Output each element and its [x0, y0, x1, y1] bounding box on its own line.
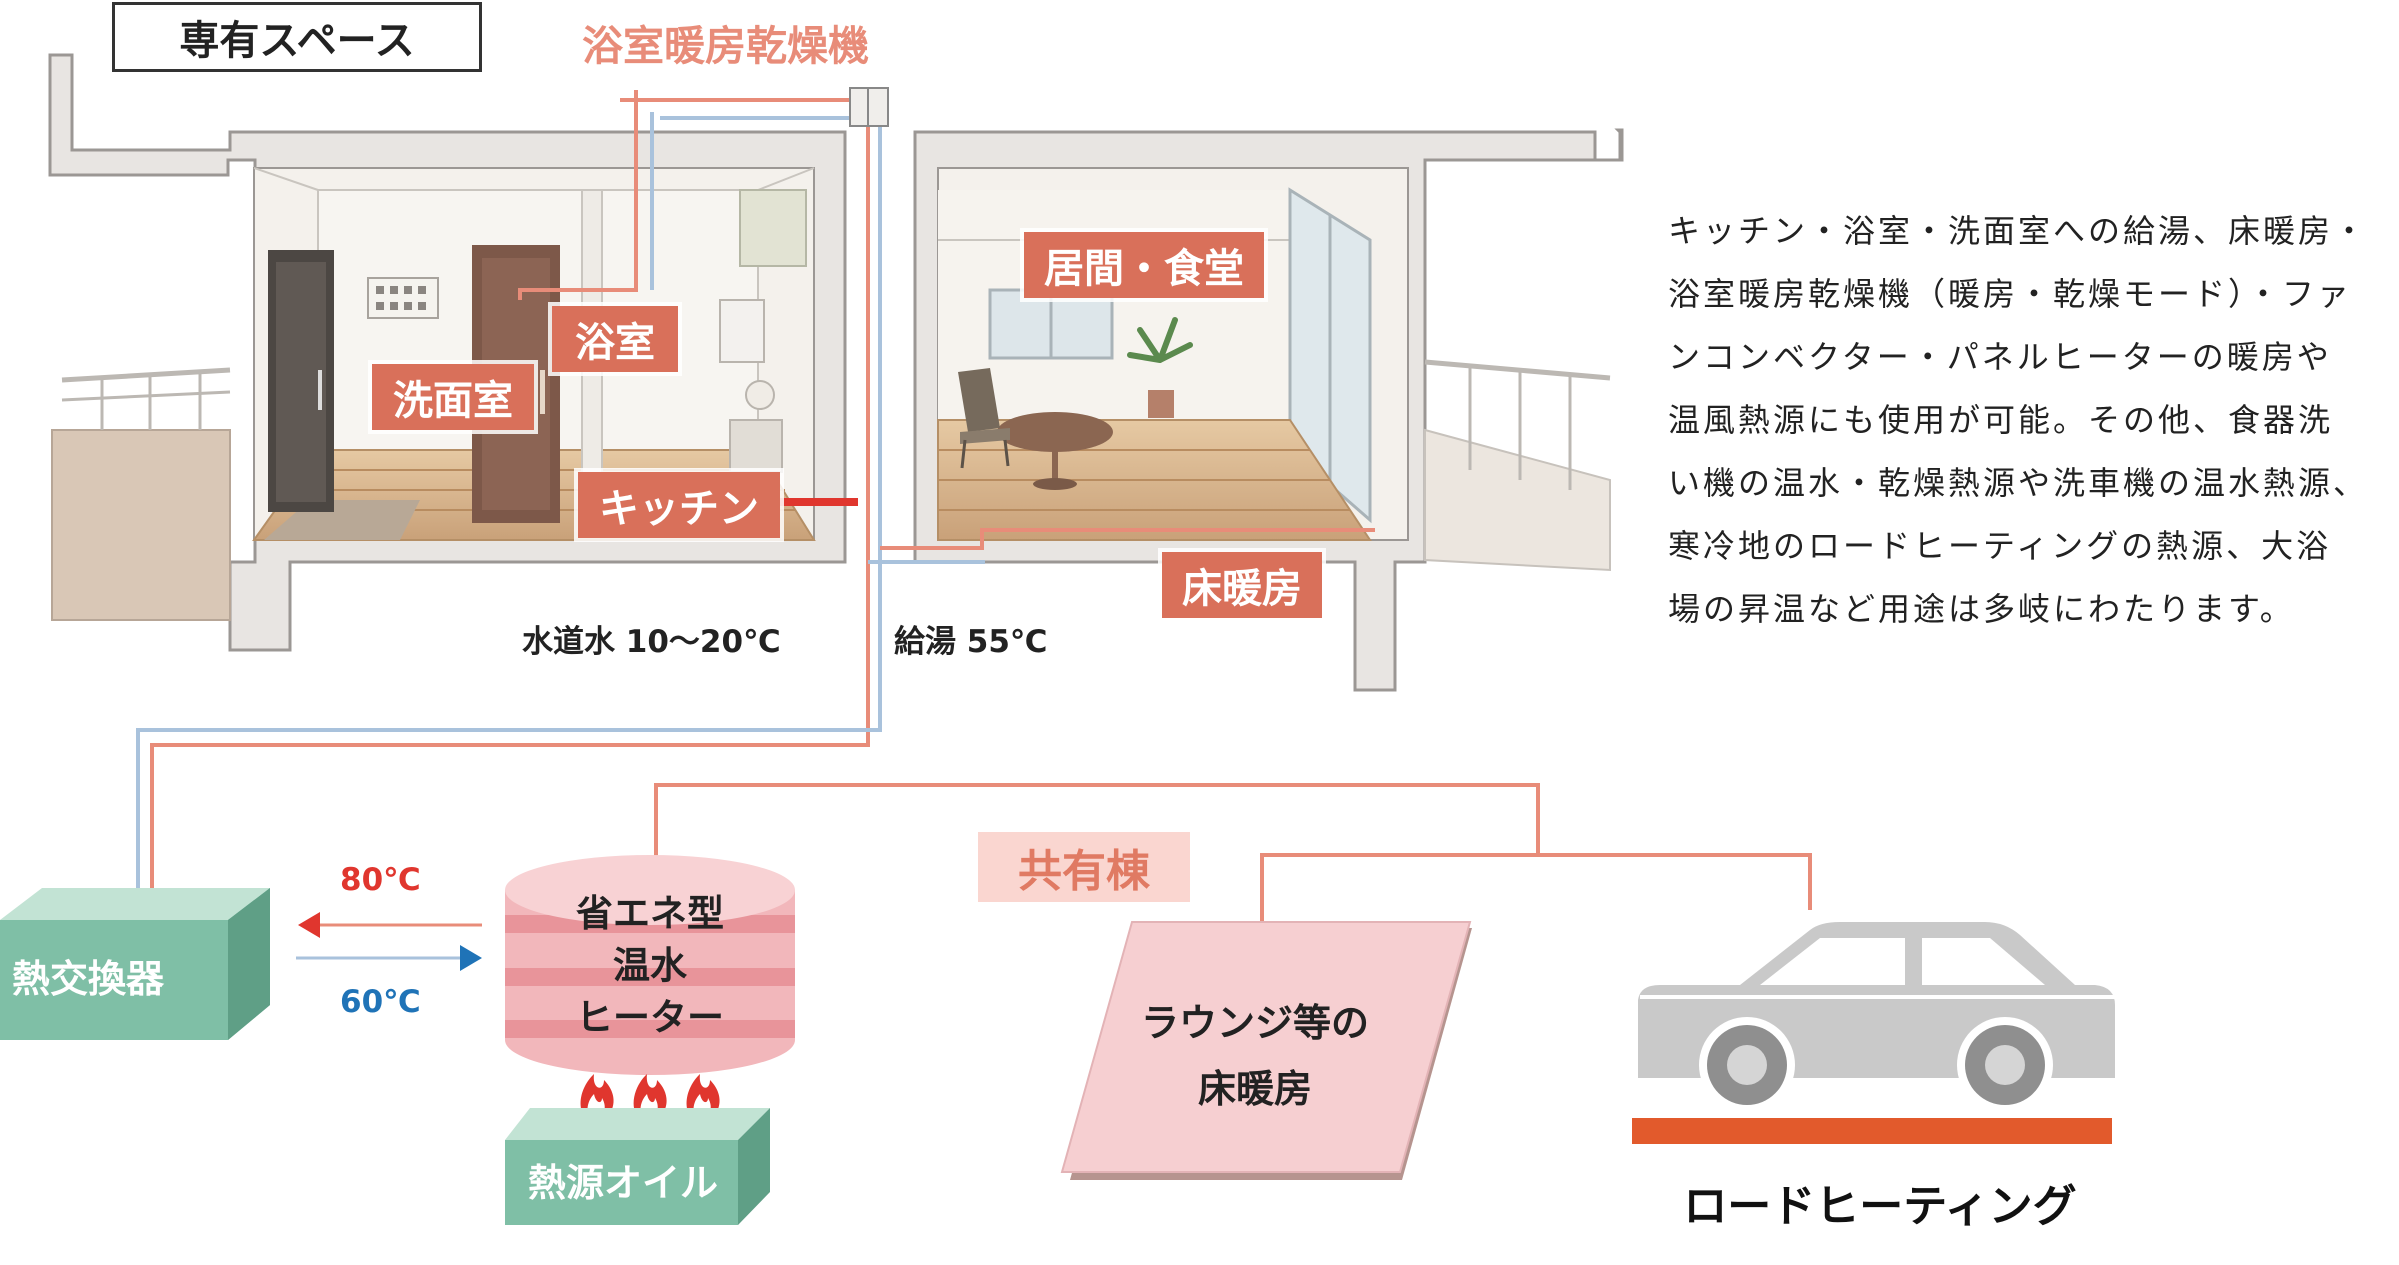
description-line: ンコンベクター・パネルヒーターの暖房や — [1668, 338, 2332, 376]
heater-label-line: ヒーター — [576, 996, 724, 1039]
heater-label-line: 省エネ型 — [576, 892, 724, 935]
description-line: キッチン・浴室・洗面室への給湯、床暖房・ — [1668, 212, 2369, 250]
heater-label: 省エネ型 温水 ヒーター — [505, 888, 795, 1044]
flow-arrows — [296, 912, 482, 971]
lounge-label-line: 床暖房 — [1197, 1067, 1312, 1111]
bathroom-dryer-label: 浴室暖房乾燥機 — [582, 22, 869, 70]
heat-source-oil-label: 熱源オイル — [528, 1161, 719, 1205]
car-icon — [1632, 922, 2115, 1144]
shared-building-label: 共有棟 — [978, 832, 1190, 902]
supply-temp-label: 80℃ — [340, 862, 421, 898]
description-text: キッチン・浴室・洗面室への給湯、床暖房・ 浴室暖房乾燥機（暖房・乾燥モード）・フ… — [1668, 200, 2399, 641]
living-dining-tag: 居間・食堂 — [1024, 232, 1264, 298]
heat-exchanger-label: 熱交換器 — [12, 957, 165, 1001]
floor-heating-tag: 床暖房 — [1162, 552, 1322, 618]
lounge-floor-heating-shape — [1060, 921, 1472, 1180]
return-temp-label: 60℃ — [340, 984, 421, 1020]
left-unit-structure — [48, 53, 847, 652]
heater-label-line: 温水 — [613, 944, 687, 987]
lounge-label-line: ラウンジ等の — [1140, 1001, 1369, 1045]
heater-cylinder — [505, 855, 795, 1075]
bathroom-dryer-unit — [849, 87, 889, 127]
private-space-label: 専有スペース — [112, 2, 482, 72]
description-line: 寒冷地のロードヒーティングの熱源、大浴 — [1668, 527, 2332, 565]
heat-source-oil-block — [505, 1108, 770, 1225]
description-line: 温風熱源にも使用が可能。その他、食器洗 — [1668, 401, 2334, 439]
kitchen-tag: キッチン — [578, 472, 780, 538]
tap-water-label: 水道水 10～20℃ — [522, 624, 781, 660]
description-line: い機の温水・乾燥熱源や洗車機の温水熱源、 — [1668, 464, 2369, 502]
heat-exchanger-block — [0, 888, 270, 1040]
description-line: 浴室暖房乾燥機（暖房・乾燥モード）・ファ — [1668, 275, 2353, 313]
washroom-tag: 洗面室 — [372, 364, 534, 430]
lounge-floor-heating-label: ラウンジ等の 床暖房 — [1090, 990, 1420, 1122]
hot-water-label: 給湯 55℃ — [894, 624, 1048, 660]
road-heating-label: ロードヒーティング — [1683, 1181, 2077, 1232]
bathroom-tag: 浴室 — [552, 306, 678, 372]
pipes — [136, 90, 1812, 928]
description-line: 場の昇温など用途は多岐にわたります。 — [1668, 590, 2295, 628]
